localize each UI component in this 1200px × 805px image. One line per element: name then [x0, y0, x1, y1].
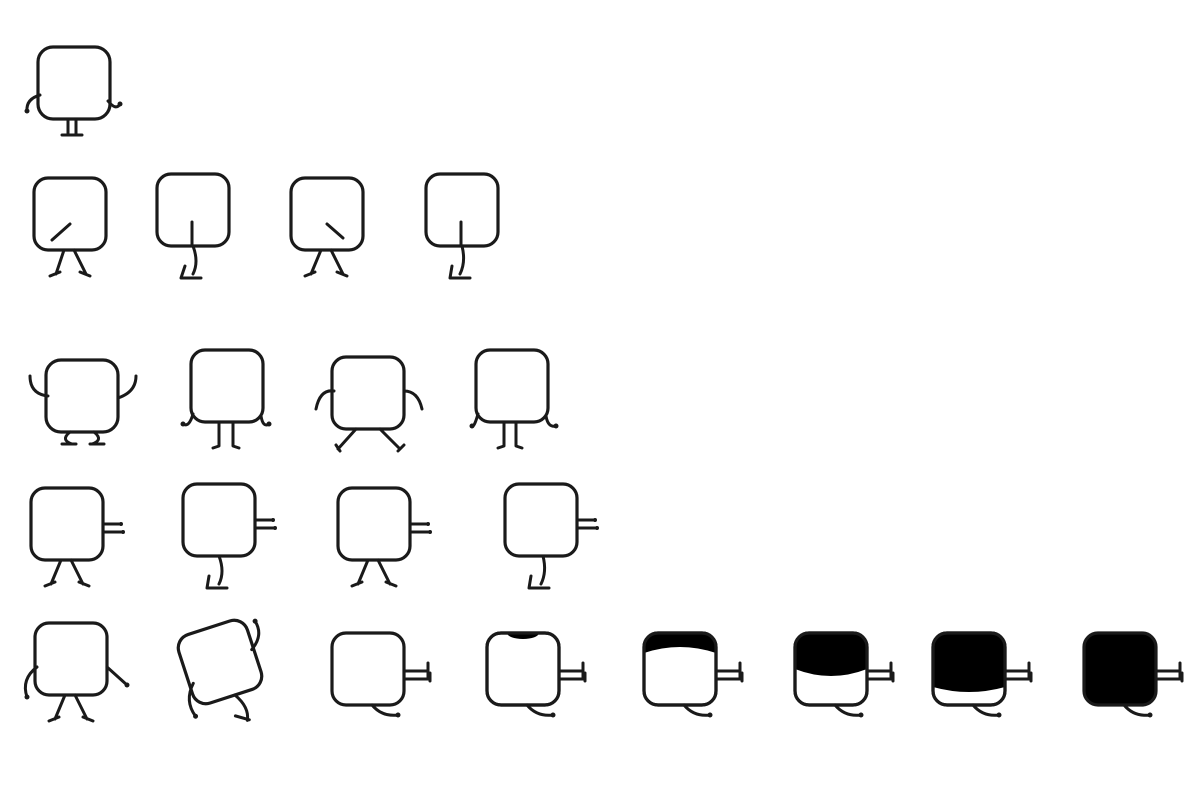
legs: [211, 420, 241, 450]
arm-down: [1122, 703, 1152, 717]
character-body: [44, 358, 120, 434]
legs-forward: [557, 661, 587, 683]
frame-point-walk-3: [336, 486, 432, 588]
arm-down: [525, 703, 555, 717]
legs: [334, 427, 406, 453]
legs: [496, 420, 524, 450]
legs: [48, 248, 92, 278]
character-body: [336, 486, 412, 562]
frame-point-walk-4: [503, 482, 599, 590]
character-body: [503, 482, 579, 558]
character-body: [181, 482, 257, 558]
left-arm: [28, 374, 50, 398]
legs: [350, 558, 398, 588]
pointing-arms: [575, 518, 597, 530]
frame-dance-2: [180, 348, 272, 450]
pointing-arms: [253, 518, 275, 530]
frame-tumble: [176, 618, 264, 722]
fill-level: [644, 633, 716, 653]
legs: [47, 693, 95, 723]
right-arm: [105, 665, 129, 687]
arm-down: [370, 703, 400, 717]
frame-point-walk-1: [29, 486, 125, 588]
left-arm: [23, 665, 39, 699]
character-body: [330, 355, 406, 431]
character-body: [189, 348, 265, 424]
character-body: [29, 486, 105, 562]
character-body: [33, 621, 109, 697]
frame-sit-3: [642, 631, 744, 718]
frame-stand-arms-out: [23, 621, 130, 723]
arm-down: [682, 703, 712, 717]
arm-down: [833, 703, 863, 717]
frame-walk-3: [289, 176, 365, 278]
frame-walk-4: [424, 172, 500, 280]
legs: [179, 244, 203, 280]
fill-level: [795, 633, 867, 676]
legs: [60, 430, 106, 446]
legs: [448, 244, 472, 280]
character-body: [330, 631, 406, 707]
right-arm: [250, 619, 261, 652]
character-body: [289, 176, 365, 252]
legs: [303, 248, 349, 278]
pointing-arms: [408, 522, 430, 534]
legs-forward: [714, 661, 744, 683]
legs-forward: [402, 661, 432, 683]
fill-level: [507, 633, 539, 639]
character-body: [474, 348, 550, 424]
fill-level: [1084, 633, 1156, 705]
frame-sit-5: [931, 631, 1033, 718]
frame-dance-4: [469, 348, 559, 450]
legs: [527, 554, 551, 590]
arm-stroke: [50, 222, 72, 242]
arm-stroke: [325, 222, 345, 240]
arm-down: [971, 703, 1001, 717]
legs: [60, 117, 84, 137]
left-arm: [314, 389, 336, 411]
legs-forward: [865, 661, 895, 683]
frame-walk-2: [155, 172, 231, 280]
legs-forward: [1154, 661, 1184, 683]
frame-sit-2: [485, 631, 587, 718]
frame-sit-4: [793, 631, 895, 718]
pointing-arms: [101, 522, 123, 534]
character-body: [32, 176, 108, 252]
fill-level: [933, 633, 1005, 692]
legs-forward: [1003, 661, 1033, 683]
frame-sit-1: [330, 631, 432, 718]
frame-dance-1: [28, 358, 138, 446]
legs: [233, 693, 251, 722]
frame-point-walk-2: [181, 482, 277, 590]
character-body: [485, 631, 561, 707]
frame-sit-6: [1082, 631, 1184, 718]
character-body: [1082, 631, 1158, 707]
legs: [43, 558, 91, 588]
frame-idle: [24, 45, 123, 137]
right-arm: [116, 374, 138, 400]
legs: [205, 554, 229, 590]
left-arm: [187, 681, 198, 718]
frame-walk-1: [32, 176, 108, 278]
right-arm: [402, 389, 424, 411]
character-body: [36, 45, 112, 121]
character-body: [176, 618, 264, 706]
frame-dance-3: [314, 355, 424, 453]
